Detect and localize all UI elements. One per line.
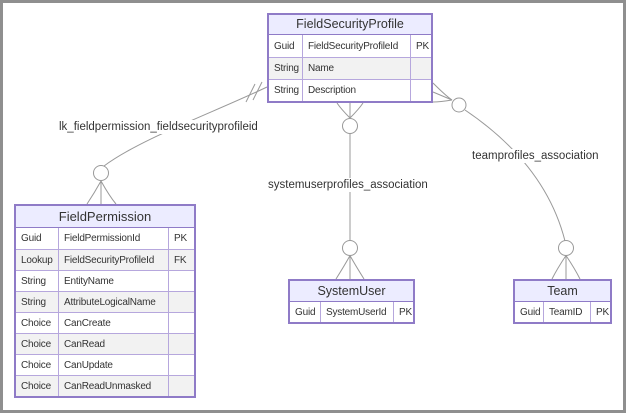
entity-team: Team Guid TeamID PK <box>513 279 612 324</box>
entity-systemuser: SystemUser Guid SystemUserId PK <box>288 279 415 324</box>
attribute-key <box>169 291 194 312</box>
attribute-name: CanRead <box>59 333 169 354</box>
attribute-row: Guid TeamID PK <box>515 302 610 322</box>
attribute-name: Name <box>303 57 411 79</box>
relationship-label: systemuserprofiles_association <box>266 178 430 192</box>
attribute-name: FieldSecurityProfileId <box>303 35 411 57</box>
entity-title: FieldSecurityProfile <box>269 15 431 35</box>
zero-or-many-icon <box>336 102 364 134</box>
attribute-row: Lookup FieldSecurityProfileId FK <box>16 249 194 270</box>
entity-title: Team <box>515 281 610 302</box>
attribute-key: FK <box>169 249 194 270</box>
attribute-type: String <box>16 291 59 312</box>
attribute-type: Choice <box>16 354 59 375</box>
attribute-name: CanUpdate <box>59 354 169 375</box>
attribute-row: Choice CanUpdate <box>16 354 194 375</box>
zero-or-many-icon <box>335 240 365 280</box>
attribute-type: Choice <box>16 333 59 354</box>
attribute-type: Guid <box>290 302 321 322</box>
relationship-label: teamprofiles_association <box>470 149 601 163</box>
attribute-name: FieldPermissionId <box>59 228 169 249</box>
attribute-type: Guid <box>515 302 544 322</box>
attribute-row: Guid SystemUserId PK <box>290 302 413 322</box>
relationship-lk-fieldpermission-fieldsecurityprofileid <box>86 81 268 205</box>
attribute-name: CanReadUnmasked <box>59 375 169 396</box>
attribute-type: Choice <box>16 375 59 396</box>
entity-fieldsecurityprofile: FieldSecurityProfile Guid FieldSecurityP… <box>267 13 433 103</box>
attribute-row: String Name <box>269 57 431 79</box>
attribute-row: String Description <box>269 79 431 101</box>
attribute-type: Lookup <box>16 249 59 270</box>
attribute-row: Choice CanCreate <box>16 312 194 333</box>
attribute-row: String EntityName <box>16 270 194 291</box>
attribute-name: CanCreate <box>59 312 169 333</box>
entity-title: FieldPermission <box>16 206 194 228</box>
attribute-name: TeamID <box>544 302 591 322</box>
attribute-row: Choice CanReadUnmasked <box>16 375 194 396</box>
zero-or-many-icon <box>432 82 467 113</box>
attribute-key <box>169 312 194 333</box>
attribute-name: SystemUserId <box>321 302 394 322</box>
one-and-only-one-icon <box>245 81 263 103</box>
attribute-key: PK <box>399 306 412 318</box>
attribute-key: PK <box>416 40 429 52</box>
zero-or-many-icon <box>86 165 117 205</box>
attribute-key <box>411 57 431 79</box>
attribute-name: AttributeLogicalName <box>59 291 169 312</box>
attribute-row: Guid FieldSecurityProfileId PK <box>269 35 431 57</box>
attribute-name: Description <box>303 79 411 101</box>
attribute-key <box>169 333 194 354</box>
attribute-key <box>169 375 194 396</box>
attribute-row: Choice CanRead <box>16 333 194 354</box>
attribute-type: Choice <box>16 312 59 333</box>
attribute-key <box>169 270 194 291</box>
attribute-type: Guid <box>269 35 303 57</box>
attribute-name: EntityName <box>59 270 169 291</box>
attribute-type: Guid <box>16 228 59 249</box>
attribute-type: String <box>269 79 303 101</box>
attribute-type: String <box>269 57 303 79</box>
zero-or-many-icon <box>551 240 581 280</box>
attribute-row: Guid FieldPermissionId PK <box>16 228 194 249</box>
entity-title: SystemUser <box>290 281 413 302</box>
attribute-row: String AttributeLogicalName <box>16 291 194 312</box>
attribute-key: PK <box>596 306 609 318</box>
attribute-key <box>169 354 194 375</box>
attribute-type: String <box>16 270 59 291</box>
relationship-systemuserprofiles-association <box>335 102 365 280</box>
attribute-key: PK <box>174 233 187 244</box>
attribute-key <box>411 79 431 101</box>
relationship-label: lk_fieldpermission_fieldsecurityprofilei… <box>57 120 260 134</box>
attribute-name: FieldSecurityProfileId <box>59 249 169 270</box>
entity-fieldpermission: FieldPermission Guid FieldPermissionId P… <box>14 204 196 398</box>
relationship-teamprofiles-association <box>432 82 581 280</box>
